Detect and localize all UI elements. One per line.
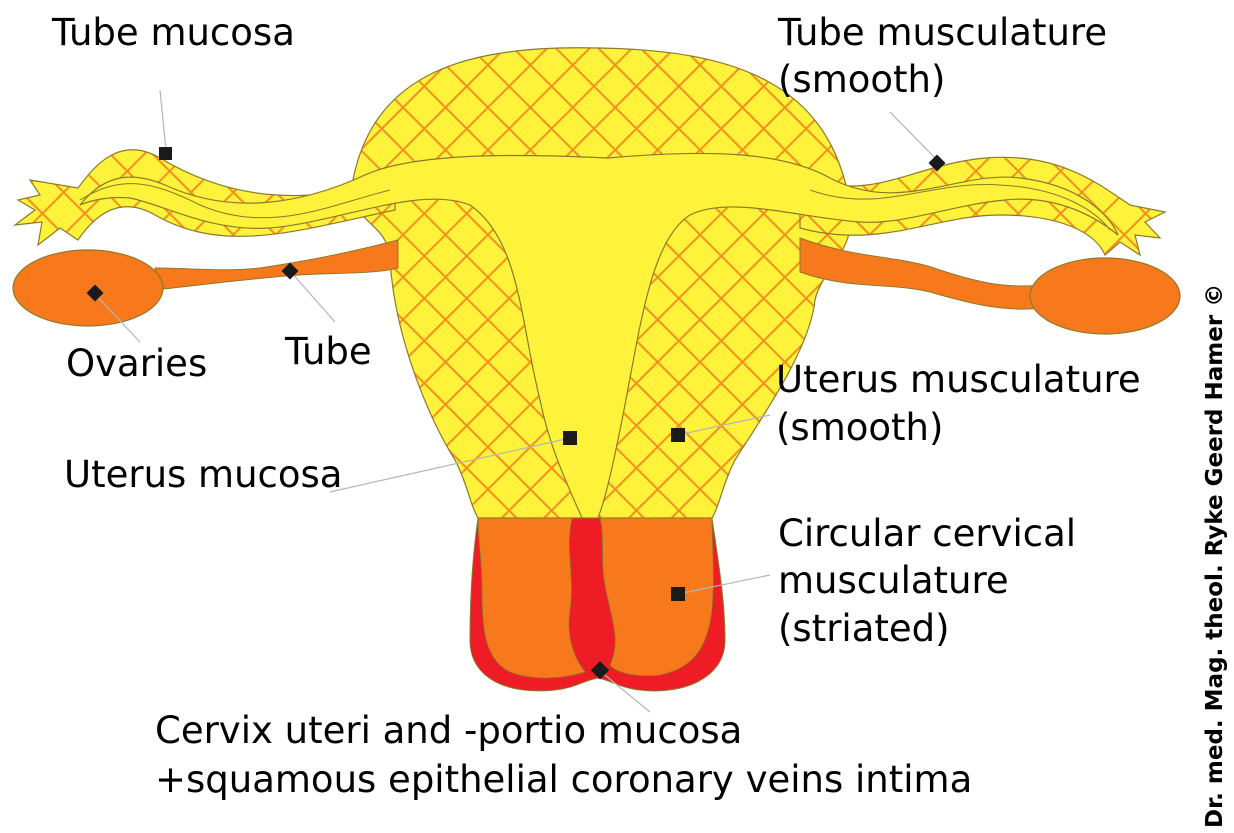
marker-uterus-musculature bbox=[671, 428, 685, 442]
label-uterus-mucosa: Uterus mucosa bbox=[64, 453, 342, 496]
marker-tube-musculature bbox=[928, 154, 946, 172]
label-cervix-2: +squamous epithelial coronary veins inti… bbox=[155, 758, 972, 801]
label-ovaries: Ovaries bbox=[66, 342, 207, 385]
label-circular-cervical-2: musculature bbox=[778, 559, 1009, 602]
uterus-mucosa-cavity bbox=[79, 152, 1119, 519]
label-tube-musculature-1: Tube musculature bbox=[777, 11, 1107, 54]
marker-ovaries bbox=[86, 284, 104, 302]
right-ovarian-ligament bbox=[799, 237, 1046, 310]
leader-cervix bbox=[599, 670, 651, 713]
left-ovarian-ligament bbox=[154, 239, 399, 291]
label-tube-mucosa: Tube mucosa bbox=[51, 11, 295, 54]
leader-uterus-mucosa bbox=[329, 437, 571, 493]
cervix-musculature-left bbox=[477, 517, 586, 679]
leader-uterus-musculature bbox=[677, 414, 771, 436]
label-cervix-1: Cervix uteri and -portio mucosa bbox=[155, 709, 742, 752]
marker-uterus-mucosa bbox=[563, 431, 577, 445]
leader-tube-musculature bbox=[889, 111, 938, 161]
copyright-credit: Dr. med. Mag. theol. Ryke Geerd Hamer © bbox=[1202, 284, 1228, 828]
cervix-musculature-right bbox=[599, 517, 714, 677]
leader-ovaries bbox=[94, 293, 141, 343]
marker-tube-mucosa bbox=[159, 147, 172, 160]
leader-circular-cervical bbox=[677, 574, 771, 595]
right-tube-region bbox=[799, 156, 1167, 257]
right-ovary bbox=[1029, 257, 1181, 335]
label-circular-cervical-3: (striated) bbox=[778, 607, 950, 650]
label-uterus-musculature-1: Uterus musculature bbox=[776, 358, 1141, 401]
label-tube: Tube bbox=[284, 330, 372, 373]
label-uterus-musculature-2: (smooth) bbox=[776, 406, 943, 449]
left-ovary bbox=[12, 249, 164, 327]
left-tube-duct-line bbox=[79, 183, 391, 219]
marker-tube bbox=[281, 262, 299, 280]
leader-tube bbox=[289, 270, 336, 323]
leader-tube-mucosa bbox=[159, 89, 167, 151]
marker-cervix bbox=[590, 661, 610, 680]
right-tube-duct-line bbox=[809, 184, 1111, 231]
label-circular-cervical-1: Circular cervical bbox=[778, 512, 1076, 555]
label-tube-musculature-2: (smooth) bbox=[778, 58, 945, 101]
marker-circular-cervical bbox=[671, 587, 685, 601]
